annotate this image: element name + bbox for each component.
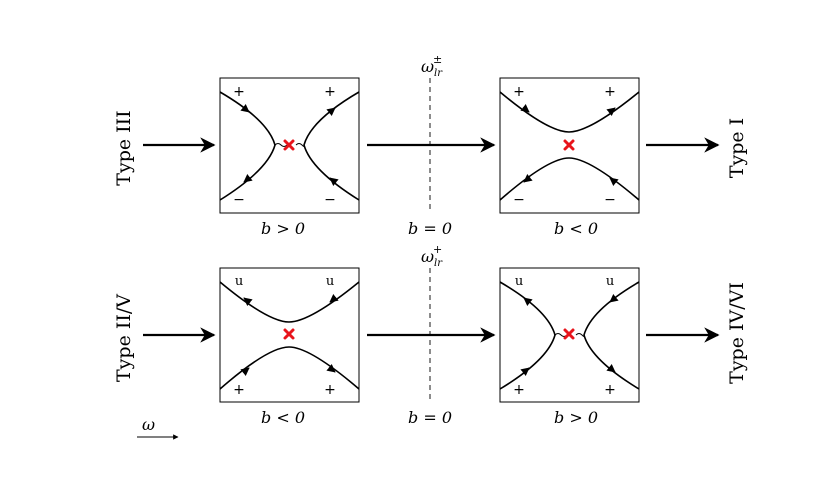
row2-mid-label: b = 0 [408,408,452,427]
row1-freq-label: ωlr ± [421,53,443,79]
row1-p2-corner-tl: + [513,84,525,100]
row1-p1-corner-br: − [324,192,336,208]
row1-p2-cross-icon [563,139,575,151]
row1-p1-corner-tr: + [324,84,336,100]
row2-p2-corner-br: + [604,382,616,398]
row2-p1-corner-bl: + [233,382,245,398]
row2-p2-corner-tr: u [606,274,614,289]
row1-type-left: Type III [113,110,135,185]
axis-label: ω [142,415,155,434]
row1-type-right: Type I [726,118,748,178]
row2-freq-label: ωlr + [421,243,443,269]
row2-freq-sup: + [433,243,442,256]
row1-p2-corner-br: − [604,192,616,208]
row2-p1-corner-br: + [324,382,336,398]
row1-freq-symbol: ω [421,57,434,76]
row1-p2-corner-tr: + [604,84,616,100]
row2-p2-corner-tl: u [515,274,523,289]
row1-p1-corner-bl: − [233,192,245,208]
row1-panel1: + + − − [219,77,360,214]
row1-p2-corner-bl: − [513,192,525,208]
row2-p1-corner-tl: u [235,274,243,289]
row2-type-left: Type II/V [113,294,135,382]
row2-p2-label: b > 0 [554,408,598,427]
row1-p1-label: b > 0 [261,219,305,238]
row1-p2-label: b < 0 [554,219,598,238]
row2-freq-symbol: ω [421,247,434,266]
row1-p1-cross-icon [283,139,295,151]
row1-p1-corner-tl: + [233,84,245,100]
row2-p2-corner-bl: + [513,382,525,398]
row2-freq-sub: lr [434,258,443,269]
row2-panel2: u u + + [499,267,640,403]
row1-mid-label: b = 0 [408,219,452,238]
row2-p2-cross-icon [563,328,575,340]
row1-freq-sup: ± [433,53,442,66]
row2-type-right: Type IV/VI [726,282,748,384]
row2-p1-label: b < 0 [261,408,305,427]
row2-panel1: u u + + [219,267,360,403]
row1-panel2: + + − − [499,77,640,214]
row2-p1-cross-icon [283,328,295,340]
row2-p1-corner-tr: u [326,274,334,289]
row1-freq-sub: lr [434,68,443,79]
